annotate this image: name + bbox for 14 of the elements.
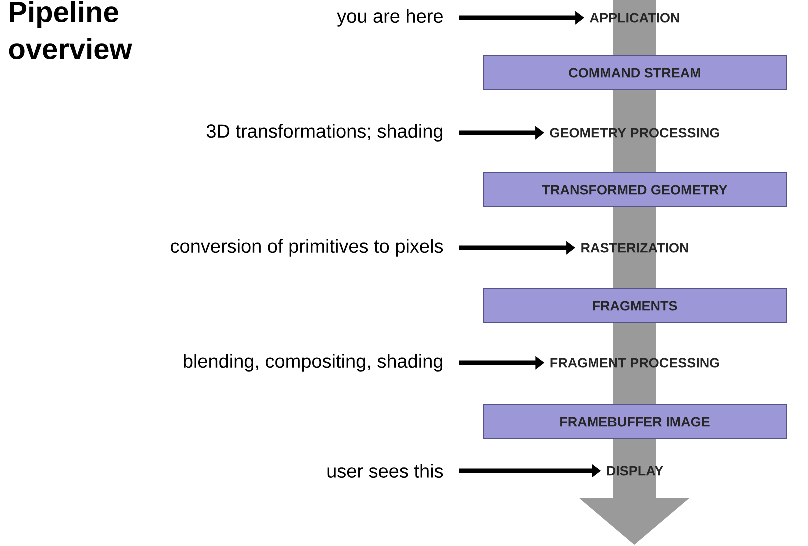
data-box: COMMAND STREAM — [483, 56, 787, 90]
annotation-text: 3D transformations; shading — [206, 124, 443, 142]
stage-label: GEOMETRY PROCESSING — [550, 128, 720, 138]
data-box: FRAMEBUFFER IMAGE — [483, 404, 787, 440]
data-box: FRAGMENTS — [483, 288, 787, 324]
annotation-text: blending, compositing, shading — [184, 354, 442, 372]
annotation-text: conversion of primitives to pixels — [171, 239, 444, 257]
stage-label: RASTERIZATION — [582, 243, 688, 253]
data-box: TRANSFORMED GEOMETRY — [483, 172, 787, 208]
annotation-text: user sees this — [328, 464, 444, 478]
stage-label: APPLICATION — [590, 13, 680, 23]
title: Pipeline overview — [9, 1, 132, 60]
stage-label: FRAGMENT PROCESSING — [550, 358, 720, 368]
annotation-text: you are here — [337, 9, 443, 27]
